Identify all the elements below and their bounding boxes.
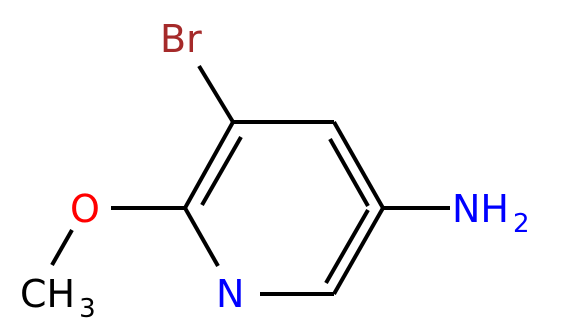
bond-n-c2: [183, 207, 220, 267]
bond-c5-c6-double: [324, 209, 370, 284]
amine-label: NH 2: [452, 187, 530, 239]
amine-subscript: 2: [513, 209, 530, 239]
methyl-label: CH 3: [20, 272, 96, 324]
bond-c3-br: [197, 64, 235, 124]
methyl-subscript: 3: [79, 294, 96, 324]
bond-c3-c2: [183, 121, 235, 209]
bond-c4-c5-double: [328, 138, 370, 207]
ring-nitrogen-label: N: [216, 272, 244, 316]
bond-o-methyl: [50, 229, 74, 266]
methyl-symbol: CH: [20, 272, 75, 316]
bonds: [50, 64, 450, 296]
bond-c5-c6: [332, 207, 385, 295]
amine-symbol: NH: [452, 187, 509, 231]
bond-c4-c5: [332, 121, 385, 209]
oxygen-label: O: [70, 187, 100, 231]
atom-labels: Br O N NH 2 CH 3: [20, 17, 530, 324]
bond-c3-c2-double: [200, 136, 243, 206]
bromine-label: Br: [160, 17, 202, 61]
